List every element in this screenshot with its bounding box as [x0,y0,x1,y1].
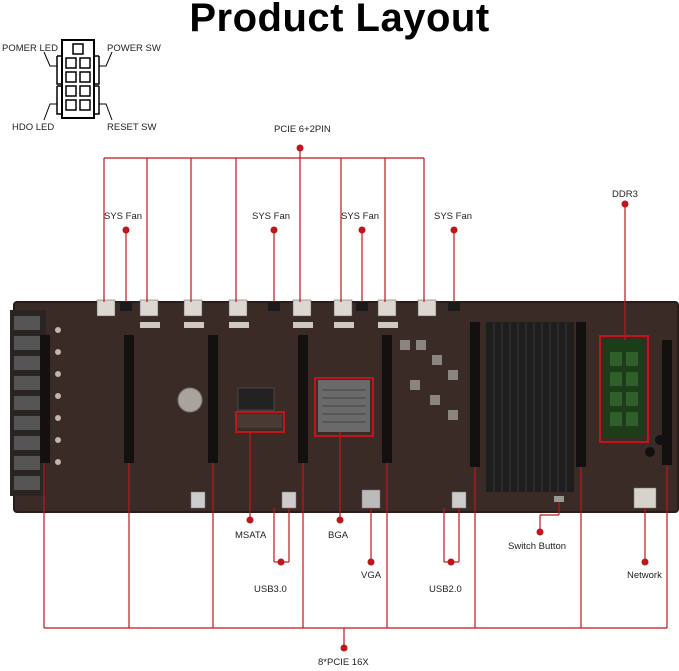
msata-label: MSATA [235,530,267,541]
hdd-led-label: HDO LED [12,122,55,133]
callout-lines [43,148,668,648]
page-title: Product Layout [189,0,490,40]
sys-fan-label-2: SYS Fan [252,211,291,222]
bga-label: BGA [328,530,349,541]
vga-label: VGA [361,570,382,581]
switch-button-label: Switch Button [508,541,567,552]
power-sw-label: POWER SW [107,43,161,54]
ddr3-label: DDR3 [612,189,638,200]
reset-sw-label: RESET SW [107,122,157,133]
sys-fan-label-3: SYS Fan [341,211,380,222]
callout-dots [122,144,649,652]
front-panel-header [43,39,113,121]
usb20-label: USB2.0 [429,584,462,595]
pcie-power-label: PCIE 6+2PIN [274,124,331,135]
usb30-label: USB3.0 [254,584,287,595]
sys-fan-label-4: SYS Fan [434,211,473,222]
pcie-slots-label: 8*PCIE 16X [318,657,369,668]
highlight-boxes [235,335,649,443]
motherboard [10,299,679,513]
network-label: Network [627,570,662,581]
power-led-label: POMER LED [2,43,58,54]
sys-fan-label-1: SYS Fan [104,211,143,222]
